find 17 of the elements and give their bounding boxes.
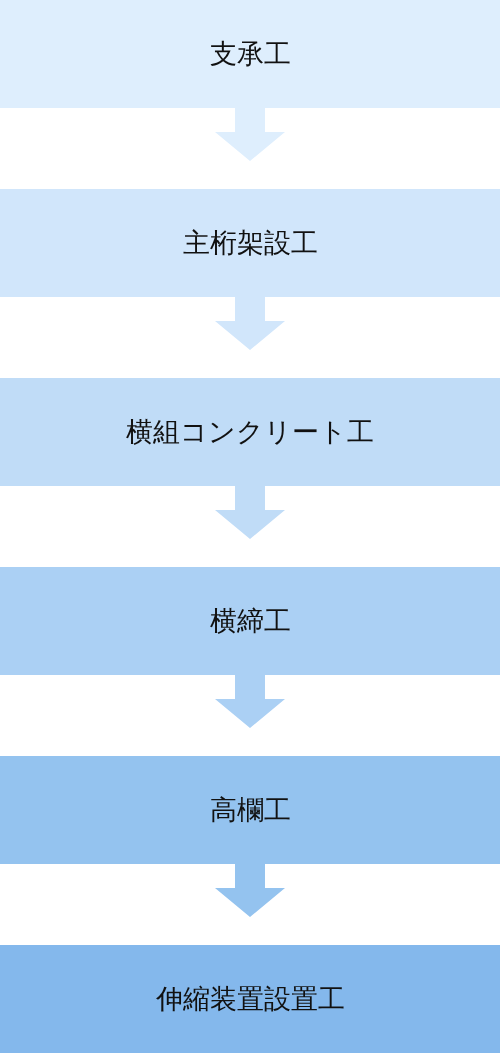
arrow xyxy=(215,486,285,539)
process-box xyxy=(0,567,500,675)
process-box xyxy=(0,378,500,486)
process-box xyxy=(0,756,500,864)
process-box xyxy=(0,0,500,108)
step-label: 支承工 xyxy=(209,37,291,71)
arrow xyxy=(215,108,285,161)
arrow xyxy=(215,297,285,350)
arrow xyxy=(215,864,285,917)
step-label: 横組コンクリート工 xyxy=(126,415,374,449)
process-box xyxy=(0,945,500,1053)
arrow xyxy=(215,675,285,728)
step-label: 主桁架設工 xyxy=(182,226,318,260)
process-box xyxy=(0,189,500,297)
step-label: 高欄工 xyxy=(209,793,291,827)
step-label: 横締工 xyxy=(209,604,291,638)
step-label: 伸縮装置設置工 xyxy=(155,982,345,1016)
